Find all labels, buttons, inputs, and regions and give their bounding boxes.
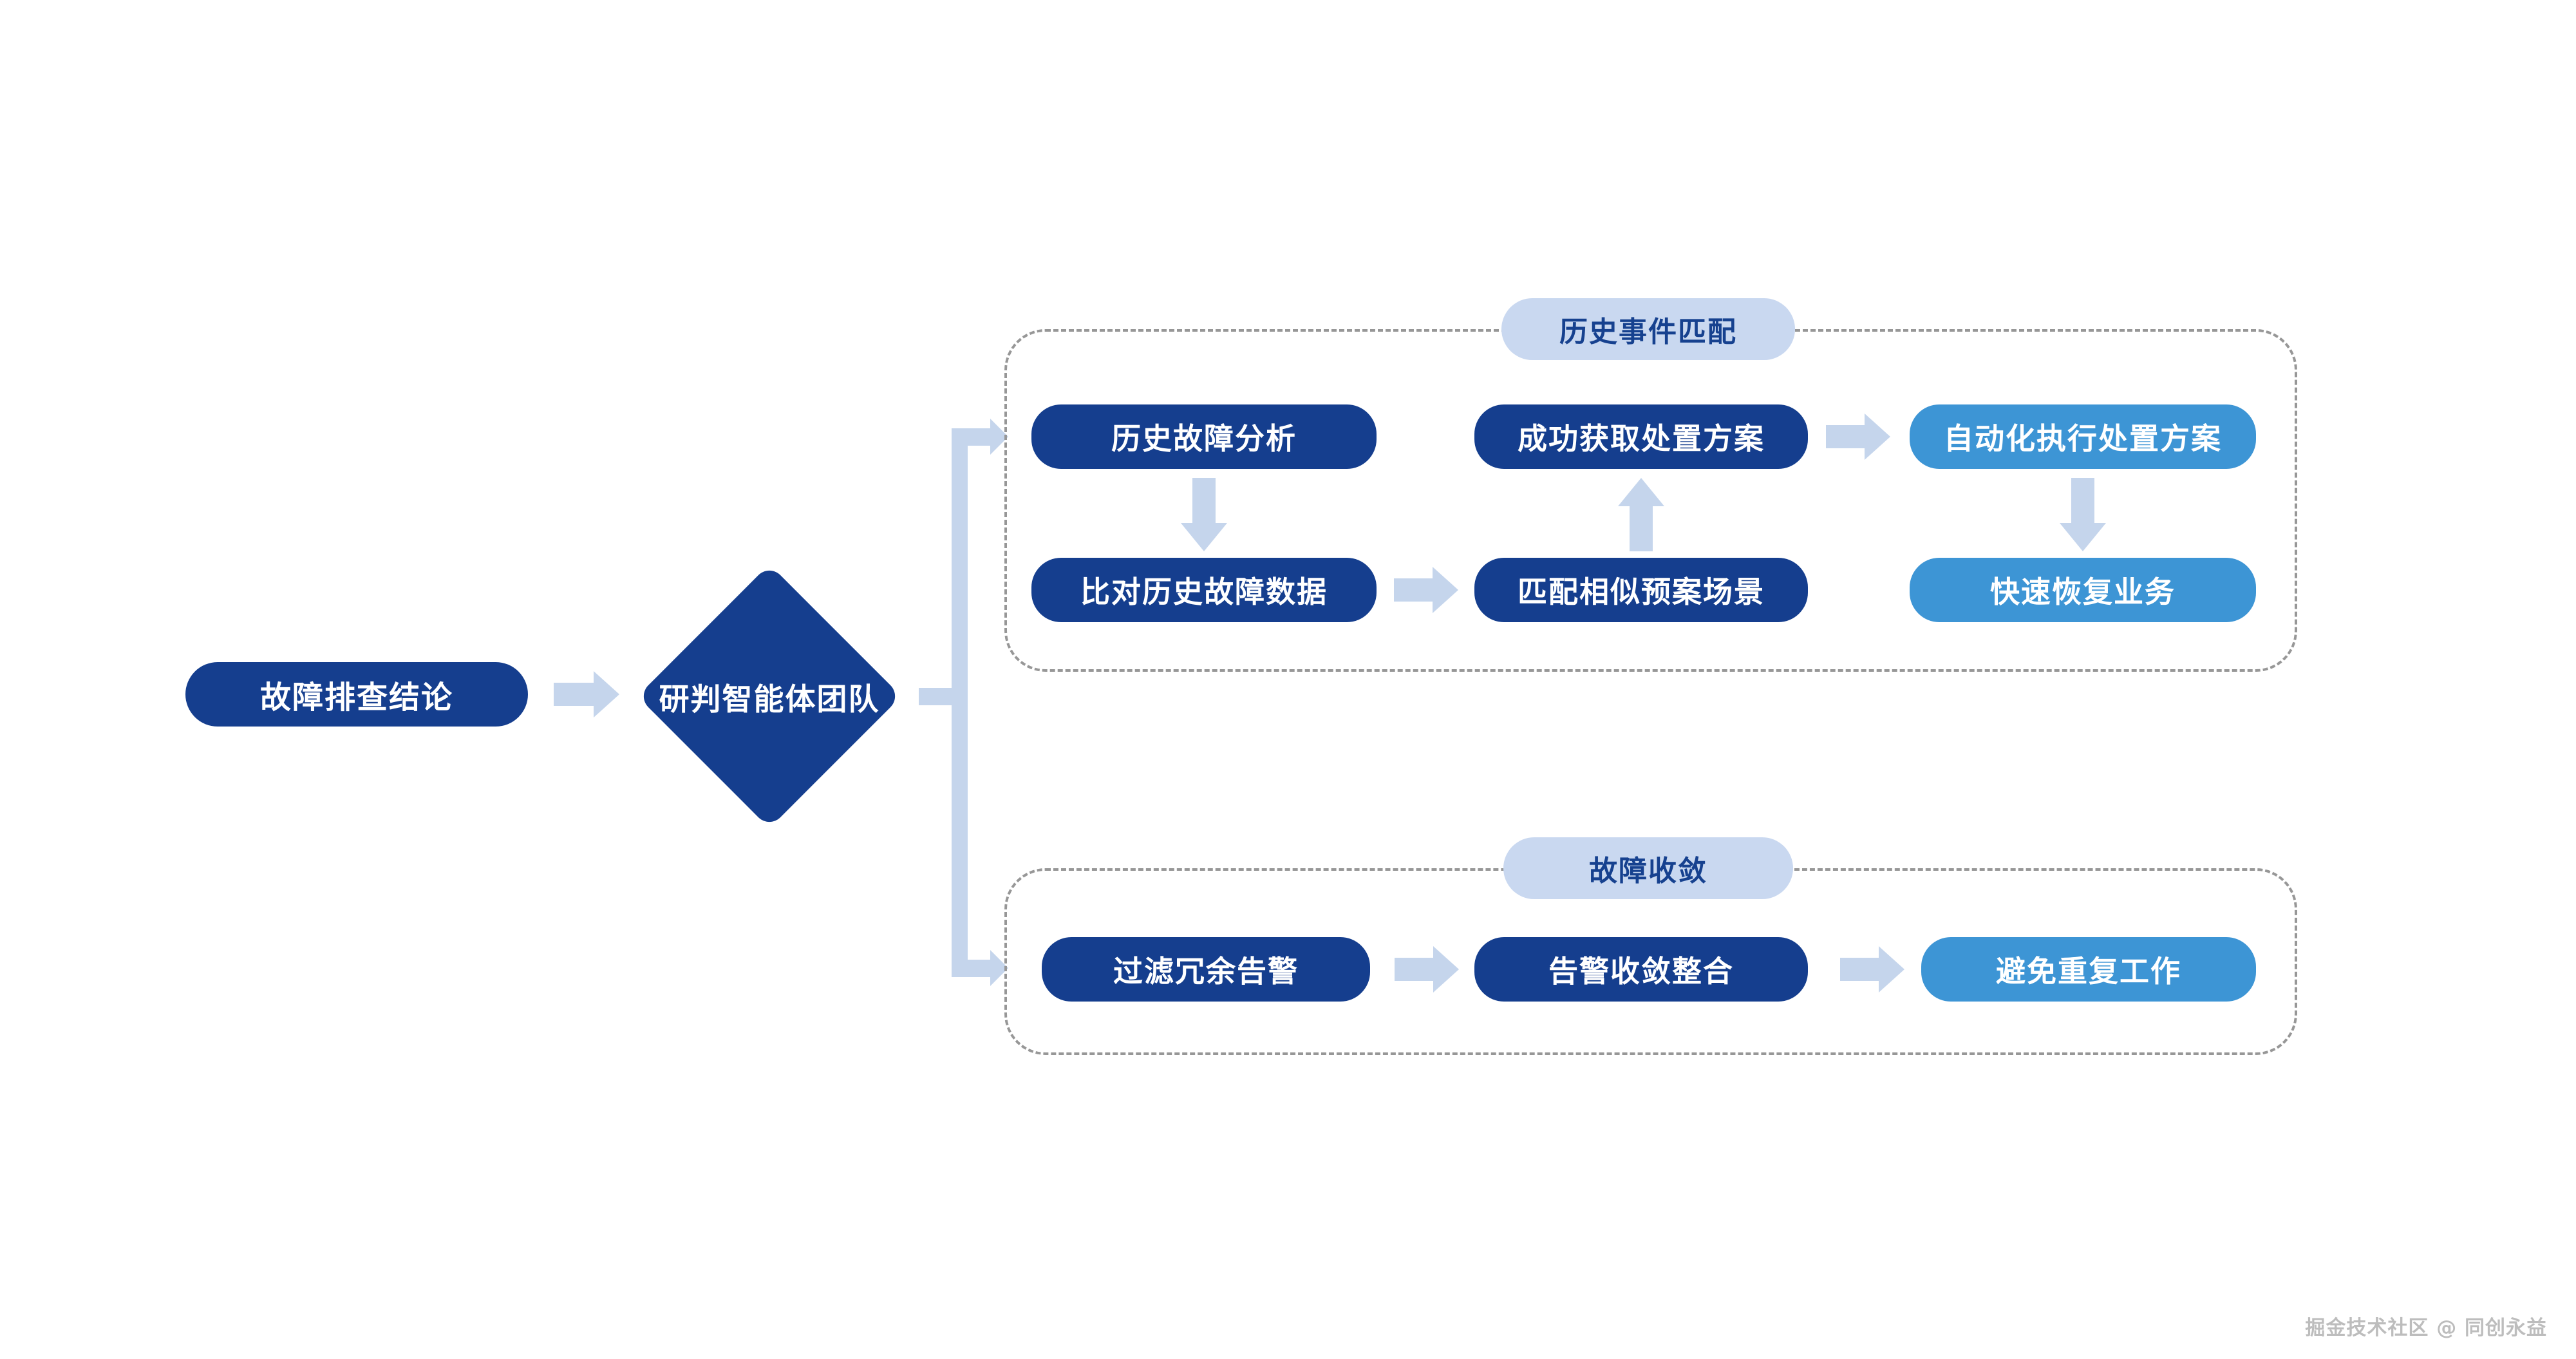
connector-bottom-arm (952, 960, 990, 977)
node-avoid-duplicate-work: 避免重复工作 (1921, 937, 2256, 1002)
node-match-similar-plan-scenario: 匹配相似预案场景 (1474, 558, 1808, 622)
group-label-fault-convergence: 故障收敛 (1503, 837, 1793, 899)
arrow-head-right-icon (1433, 946, 1459, 993)
arrow-up-match-to-obtain (1618, 478, 1664, 551)
arrow-head-right-icon (1433, 567, 1458, 613)
connector-top-arm (952, 428, 990, 446)
arrow-shaft (1192, 478, 1216, 523)
arrow-head-right-icon (1865, 413, 1890, 460)
connector-vertical-bar (952, 428, 968, 977)
watermark-text: 掘金技术社区 @ 同创永益 (2305, 1316, 2547, 1340)
arrow-start-to-decision (554, 671, 619, 718)
arrow-head-right-icon (594, 671, 619, 718)
arrow-shaft (554, 683, 594, 706)
node-compare-historical-fault-data: 比对历史故障数据 (1031, 558, 1377, 622)
arrow-shaft (2071, 478, 2094, 523)
arrow-right-obtain-to-auto-execute (1826, 413, 1890, 460)
arrow-shaft (1395, 958, 1433, 981)
node-auto-execute-plan: 自动化执行处置方案 (1910, 404, 2256, 469)
decision-label: 研判智能体团队 (659, 681, 880, 718)
node-alarm-convergence-integration: 告警收敛整合 (1474, 937, 1808, 1002)
arrow-right-compare-to-match (1394, 567, 1458, 613)
arrow-right-filter-to-convergence (1395, 946, 1459, 993)
arrow-shaft (1630, 506, 1653, 551)
node-filter-redundant-alarms: 过滤冗余告警 (1042, 937, 1370, 1002)
start-node-fault-troubleshooting-conclusion: 故障排查结论 (185, 662, 528, 727)
arrow-shaft (1394, 578, 1433, 602)
arrow-head-up-icon (1618, 478, 1664, 506)
arrow-down-auto-execute-to-recovery (2060, 478, 2106, 551)
node-obtain-disposal-plan: 成功获取处置方案 (1474, 404, 1808, 469)
arrow-shaft (1826, 425, 1865, 448)
arrow-right-convergence-to-avoid (1840, 946, 1904, 993)
arrow-down-analysis-to-compare (1181, 478, 1227, 551)
arrow-head-down-icon (1181, 523, 1227, 551)
group-label-history-event-matching: 历史事件匹配 (1501, 298, 1795, 360)
node-fast-business-recovery: 快速恢复业务 (1910, 558, 2256, 622)
arrow-head-down-icon (2060, 523, 2106, 551)
arrow-shaft (1840, 958, 1879, 981)
node-historical-fault-analysis: 历史故障分析 (1031, 404, 1377, 469)
arrow-head-right-icon (1879, 946, 1904, 993)
